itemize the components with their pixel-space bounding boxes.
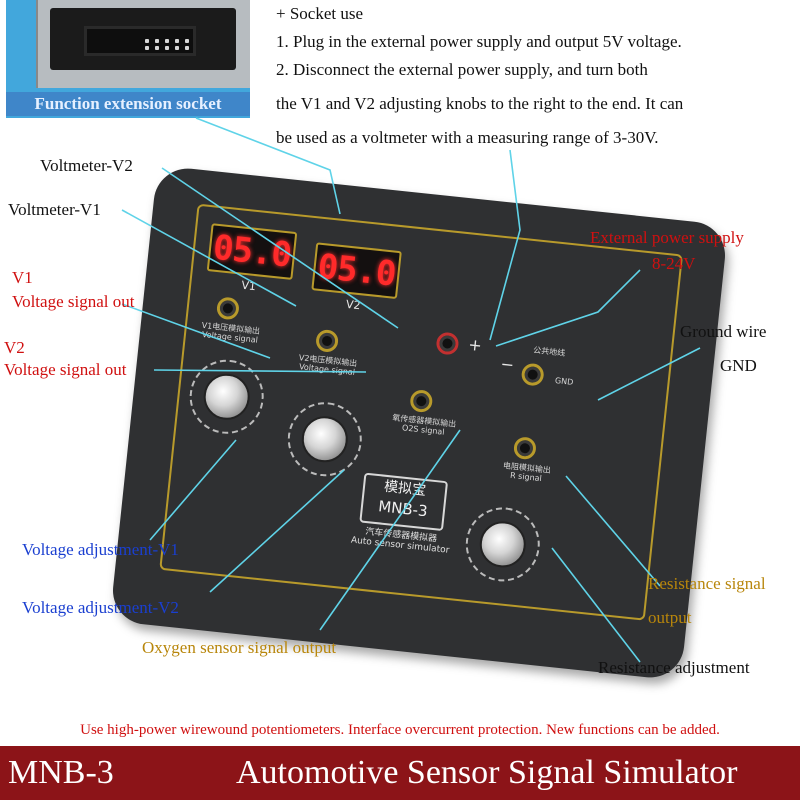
leader-adj-v2 <box>209 469 345 593</box>
footer-model: MNB-3 <box>8 754 114 791</box>
label-v1-signal: Voltage signal out <box>12 292 135 311</box>
socket-pins <box>145 39 193 51</box>
label-v1-title: V1 <box>12 268 33 287</box>
feature-note: Use high-power wirewound potentiometers.… <box>80 722 720 738</box>
leader-socket-use <box>489 149 521 341</box>
label-ground-wire: Ground wire <box>680 322 767 341</box>
label-resistance-output: Resistance signal <box>648 574 766 593</box>
leader-ext-power <box>495 269 641 347</box>
socket-use-line-1: 1. Plug in the external power supply and… <box>276 32 682 51</box>
label-resistance-adj: Resistance adjustment <box>598 658 750 677</box>
label-resistance-output-2: output <box>648 608 692 627</box>
leader-voltmeter-v1 <box>121 209 297 307</box>
label-ext-power-range: 8-24V <box>652 254 696 273</box>
leader-ground <box>597 347 701 401</box>
label-v2-signal: Voltage signal out <box>4 360 127 379</box>
socket-photo-panel: Function extension socket <box>6 0 250 118</box>
socket-use-title: + Socket use <box>276 4 364 23</box>
leader-v2-signal <box>153 369 367 373</box>
socket-caption: Function extension socket <box>6 92 250 116</box>
label-o2-output: Oxygen sensor signal output <box>142 638 337 657</box>
label-adj-v1: Voltage adjustment-V1 <box>22 540 179 559</box>
leader-socket <box>195 117 341 215</box>
socket-photo <box>36 0 250 88</box>
leader-resistance <box>565 475 661 587</box>
socket-port <box>84 26 196 56</box>
leader-voltmeter-v2 <box>161 167 399 329</box>
label-voltmeter-v1: Voltmeter-V1 <box>8 200 101 219</box>
socket-use-line-4: be used as a voltmeter with a measuring … <box>276 128 659 147</box>
label-voltmeter-v2: Voltmeter-V2 <box>40 156 133 175</box>
socket-use-line-2: 2. Disconnect the external power supply,… <box>276 60 648 79</box>
label-adj-v2: Voltage adjustment-V2 <box>22 598 179 617</box>
leader-resistance-adj <box>551 547 641 663</box>
footer-banner: MNB-3 Automotive Sensor Signal Simulator <box>0 746 800 800</box>
leader-o2 <box>319 429 461 631</box>
label-gnd: GND <box>720 356 757 375</box>
label-ext-power: External power supply <box>590 228 744 247</box>
footer-title: Automotive Sensor Signal Simulator <box>236 754 738 791</box>
socket-use-line-3: the V1 and V2 adjusting knobs to the rig… <box>276 94 684 113</box>
leader-adj-v1 <box>149 439 237 541</box>
leader-v1-signal <box>121 303 271 359</box>
socket-housing <box>50 8 236 70</box>
label-v2-title: V2 <box>4 338 25 357</box>
